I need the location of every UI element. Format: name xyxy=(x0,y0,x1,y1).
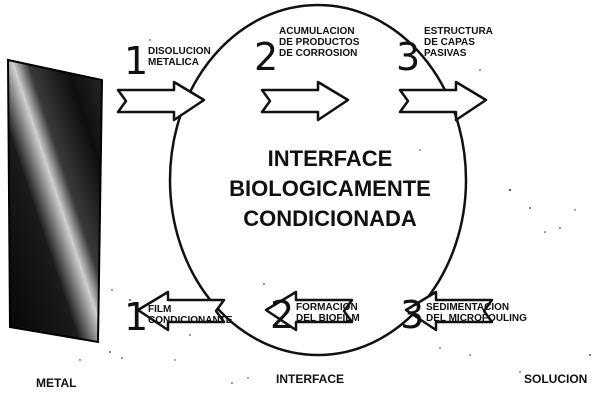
step-number-top-1: 1 xyxy=(124,39,149,83)
step-label-bottom-2: FORMACION DEL BIOFILM xyxy=(296,302,360,324)
step-label-top-1: DISOLUCION METALICA xyxy=(148,46,211,68)
center-line-2: BIOLOGICAMENTE xyxy=(229,176,431,201)
step-label-bottom-3: SEDIMENTACION DEL MICROFOULING xyxy=(426,302,527,324)
center-line-1: INTERFACE xyxy=(267,146,393,171)
arrow-right-1 xyxy=(116,80,206,122)
step-number-top-3: 3 xyxy=(396,35,421,79)
step-number-bottom-3: 3 xyxy=(400,293,425,337)
arrow-left-3 xyxy=(404,290,494,332)
center-line-3: CONDICIONADA xyxy=(243,206,417,231)
zone-label-metal: METAL xyxy=(36,376,77,390)
step-label-top-2: ACUMULACION DE PRODUCTOS DE CORROSION xyxy=(279,26,360,59)
arrow-right-3 xyxy=(398,80,488,122)
metal-plate xyxy=(6,58,104,344)
arrow-left-2 xyxy=(264,290,354,332)
arrow-left-1 xyxy=(136,290,226,332)
step-number-top-2: 2 xyxy=(254,35,279,79)
step-number-bottom-1: 1 xyxy=(124,295,149,339)
zone-label-solution: SOLUCION xyxy=(524,372,588,386)
zone-label-interface: INTERFACE xyxy=(276,372,345,386)
speckle-noise xyxy=(79,39,591,384)
step-label-top-3: ESTRUCTURA DE CAPAS PASIVAS xyxy=(424,26,493,59)
interface-circle xyxy=(168,3,468,357)
arrow-right-2 xyxy=(260,80,350,122)
step-label-bottom-1: FILM CONDICIONANTE xyxy=(148,304,233,326)
step-number-bottom-2: 2 xyxy=(270,293,295,337)
